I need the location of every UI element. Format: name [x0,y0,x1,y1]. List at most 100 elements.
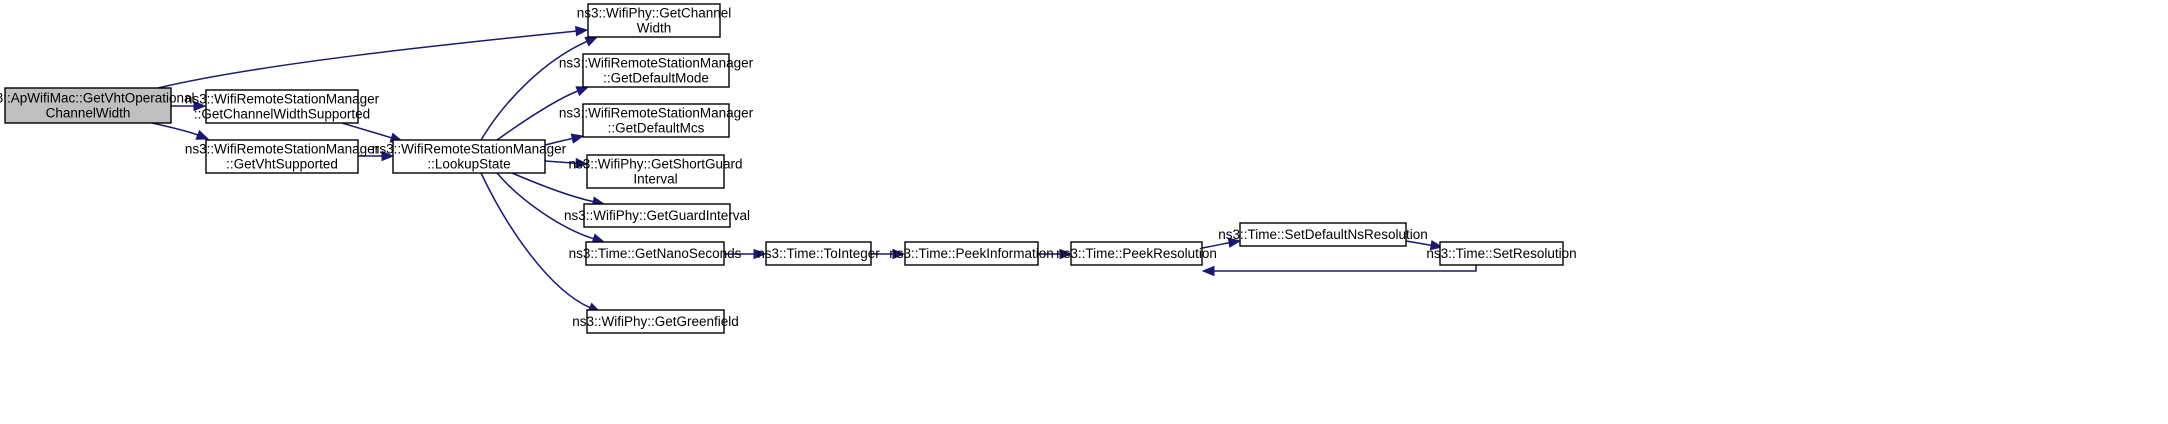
node-box [582,53,730,88]
arrowhead [1059,248,1073,260]
arrowhead [753,248,767,260]
edge-root-to-getChannelWidth [157,25,589,89]
node-label: ::GetDefaultMcs [608,121,705,136]
node-box [4,87,172,124]
node-label: ns3::WifiRemoteStationManager [372,142,567,157]
node-box [586,154,725,189]
node-getVhtSupported[interactable]: ns3::WifiRemoteStationManager::GetVhtSup… [185,139,380,174]
node-box [205,139,359,174]
edge-setDefaultNsResolution-to-setResolution [1405,239,1444,251]
edge-line [544,160,577,164]
edge-line [496,90,579,141]
node-setDefaultNsResolution[interactable]: ns3::Time::SetDefaultNsResolution [1218,222,1428,247]
edge-line [511,172,594,203]
node-peekResolution[interactable]: ns3::Time::PeekResolution [1056,241,1217,266]
node-label: Width [637,21,672,36]
node-box [583,203,731,228]
edge-root-to-getVhtSupported [151,122,210,140]
edge-getChannelWidthSupported-to-lookupState [341,122,404,143]
node-getChannelWidth[interactable]: ns3::WifiPhy::GetChannelWidth [577,3,732,38]
node-getGuardInterval[interactable]: ns3::WifiPhy::GetGuardInterval [564,203,750,228]
node-box [586,309,725,334]
arrowhead [575,86,590,97]
node-peekInformation[interactable]: ns3::Time::PeekInformation [889,241,1054,266]
node-lookupState[interactable]: ns3::WifiRemoteStationManager::LookupSta… [372,139,567,174]
node-label: ChannelWidth [46,106,131,121]
edge-root-to-getChannelWidthSupported [171,100,207,112]
node-label: ns3::WifiRemoteStationManager [185,92,380,107]
node-getGreenfield[interactable]: ns3::WifiPhy::GetGreenfield [572,309,739,334]
edge-getNanoSeconds-to-toInteger [724,248,767,260]
arrowhead [193,100,207,112]
node-box [587,3,721,38]
edge-line [157,30,577,89]
node-box [904,241,1039,266]
edge-line [341,122,392,139]
node-box [1239,222,1407,247]
edge-toInteger-to-peekInformation [871,248,906,260]
node-box [205,89,359,124]
node-label: ns3::ApWifiMac::GetVhtOperational [0,91,195,106]
node-label: ns3::WifiPhy::GetShortGuard [568,157,742,172]
node-label: ns3::WifiPhy::GetChannel [577,6,732,21]
arrowhead [1227,237,1242,248]
node-getDefaultMode[interactable]: ns3::WifiRemoteStationManager::GetDefaul… [559,53,754,88]
edge-line [496,172,594,240]
node-label: ns3::Time::ToInteger [757,246,880,261]
node-toInteger[interactable]: ns3::Time::ToInteger [757,241,880,266]
edge-lookupState-to-getDefaultMcs [544,133,585,146]
edge-line [480,172,591,309]
node-label: ns3::WifiPhy::GetGuardInterval [564,208,750,223]
edge-lookupState-to-getShortGuardInterval [544,157,589,169]
node-label: ns3::WifiRemoteStationManager [559,106,754,121]
edge-line [544,137,573,146]
node-label: ::GetChannelWidthSupported [194,107,370,122]
node-box [392,139,546,174]
node-label: ns3::Time::GetNanoSeconds [569,246,742,261]
edge-getVhtSupported-to-lookupState [357,150,395,162]
arrowhead [584,36,599,47]
node-box [1070,241,1203,266]
node-label: ::GetVhtSupported [226,157,338,172]
arrowhead [892,248,906,260]
arrowhead [381,150,395,162]
node-label: ns3::Time::PeekResolution [1056,246,1217,261]
node-label: ns3::WifiRemoteStationManager [559,56,754,71]
node-label: ::LookupState [427,157,510,172]
node-label: ns3::Time::PeekInformation [889,246,1054,261]
node-box [585,241,725,266]
node-getNanoSeconds[interactable]: ns3::Time::GetNanoSeconds [569,241,742,266]
arrowhead [1201,265,1215,277]
edge-line [1214,265,1477,272]
node-label: ns3::Time::SetResolution [1426,246,1576,261]
edge-line [480,40,588,141]
node-box [1439,241,1564,266]
node-box [765,241,872,266]
arrowhead [1429,239,1444,251]
node-label: ::GetDefaultMode [603,71,709,86]
node-label: ns3::WifiRemoteStationManager [185,142,380,157]
arrowhead [575,25,589,37]
nodes-layer: ns3::ApWifiMac::GetVhtOperationalChannel… [0,3,1577,334]
node-root[interactable]: ns3::ApWifiMac::GetVhtOperationalChannel… [0,87,195,124]
edge-lookupState-to-getGreenfield [480,172,602,313]
arrowhead [570,133,585,144]
edge-line [151,122,198,136]
edge-peekInformation-to-peekResolution [1038,248,1073,260]
edge-line [1201,241,1230,249]
arrowhead [575,157,589,169]
node-setResolution[interactable]: ns3::Time::SetResolution [1426,241,1577,266]
node-label: ns3::WifiPhy::GetGreenfield [572,314,739,329]
node-getDefaultMcs[interactable]: ns3::WifiRemoteStationManager::GetDefaul… [559,103,754,138]
node-box [582,103,730,138]
node-label: ns3::Time::SetDefaultNsResolution [1218,227,1428,242]
edge-line [1405,240,1432,246]
edge-lookupState-to-getDefaultMode [496,86,590,141]
node-label: Interval [633,172,677,187]
edge-setResolution-to-peekResolution [1201,265,1477,277]
arrowhead [195,129,210,140]
node-getChannelWidthSupported[interactable]: ns3::WifiRemoteStationManager::GetChanne… [185,89,380,124]
edge-peekResolution-to-setDefaultNsResolution [1201,237,1242,249]
